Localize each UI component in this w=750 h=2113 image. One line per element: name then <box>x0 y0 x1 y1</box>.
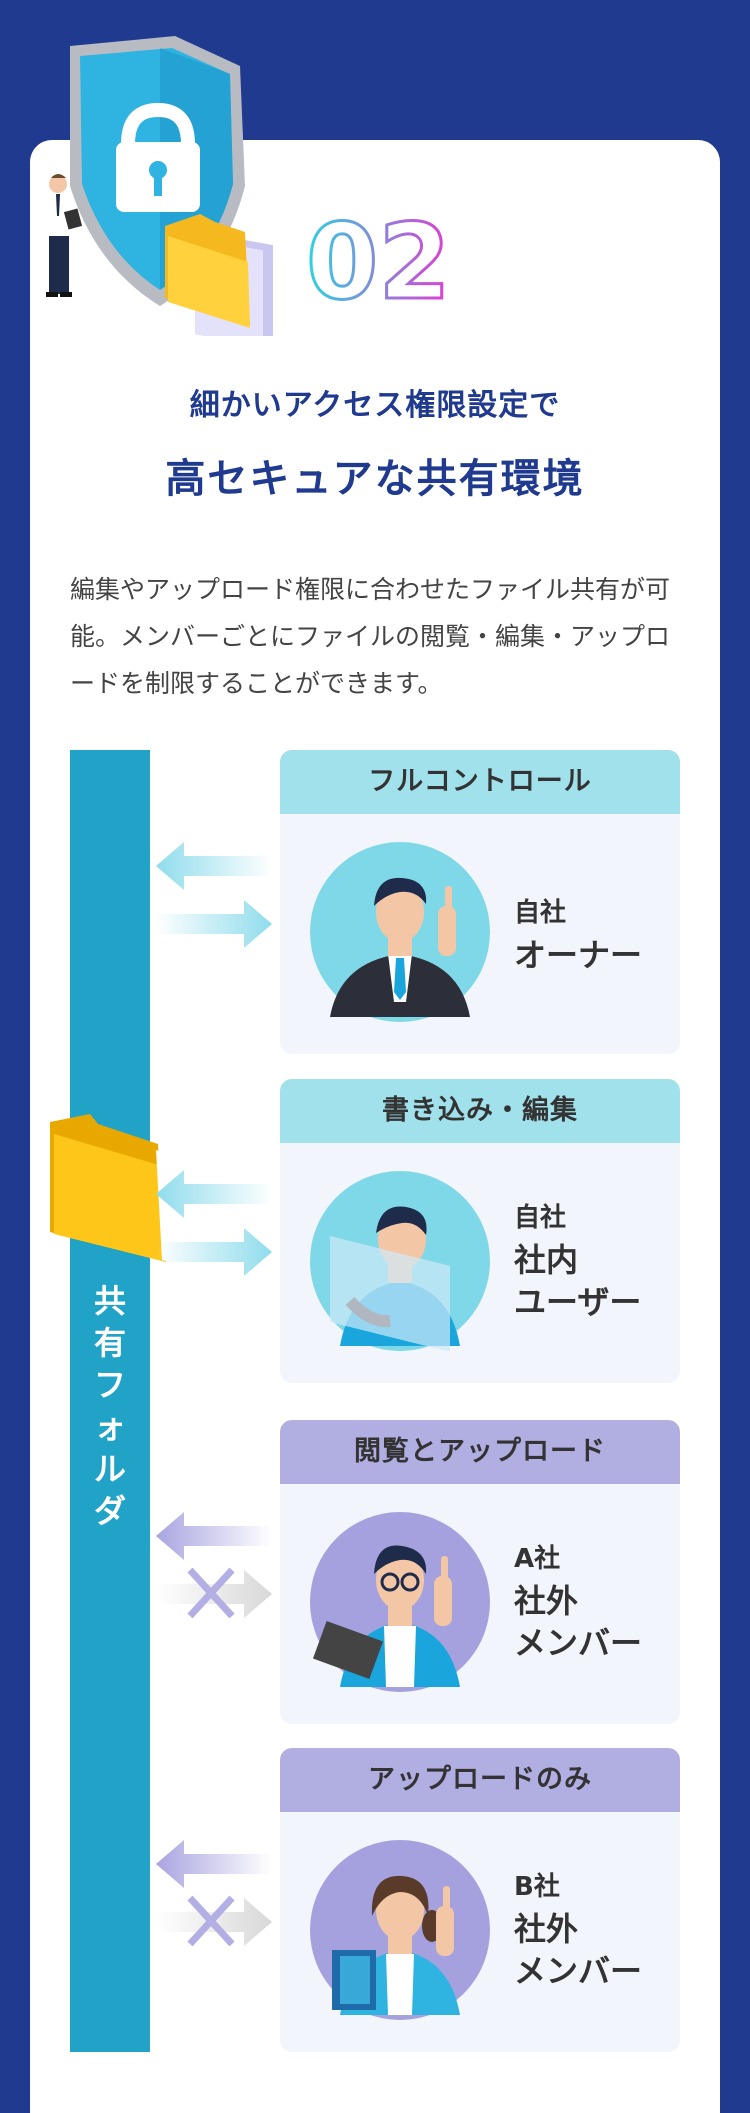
arrow-right-icon <box>156 1228 272 1276</box>
role-company: A社 <box>514 1544 561 1574</box>
role-card-external-a: 閲覧とアップロード A社 社外 メンバー <box>280 1420 680 1724</box>
role-company: 自社 <box>514 1203 567 1233</box>
role-name-line2: メンバー <box>514 1624 643 1662</box>
role-permission: 書き込み・編集 <box>280 1079 680 1143</box>
shared-folder-bar <box>70 750 150 2052</box>
role-card-internal-user: 書き込み・編集 自社 社内 ユーザー <box>280 1079 680 1383</box>
owner-avatar <box>310 842 490 1022</box>
arrow-left-icon <box>156 1840 272 1888</box>
arrows-external-a <box>156 1512 272 1618</box>
external-b-avatar <box>310 1840 490 2020</box>
role-permission: アップロードのみ <box>280 1748 680 1812</box>
external-a-avatar <box>310 1512 490 1692</box>
feature-description: 編集やアップロード権限に合わせたファイル共有が可能。メンバーごとにファイルの閲覧… <box>70 575 671 698</box>
role-card-external-b: アップロードのみ B社 社外 メンバー <box>280 1748 680 2052</box>
role-permission: フルコントロール <box>280 750 680 814</box>
svg-text:02: 02 <box>306 210 446 310</box>
shared-folder-label: 共有フォルダ <box>70 1280 150 1532</box>
arrow-right-icon <box>156 900 272 948</box>
feature-subtitle: 細かいアクセス権限設定で <box>189 388 561 423</box>
role-name-line1: 社外 <box>514 1582 579 1620</box>
arrows-external-b <box>156 1840 272 1946</box>
feature-number: 02 <box>306 210 446 310</box>
arrow-left-icon <box>156 842 272 890</box>
internal-user-avatar <box>310 1171 490 1351</box>
arrows-internal-user <box>156 1170 272 1276</box>
role-company: 自社 <box>514 898 567 928</box>
folder-icon <box>50 1114 170 1262</box>
role-card-owner: フルコントロール 自社 オーナー <box>280 750 680 1054</box>
arrows-owner <box>156 842 272 948</box>
cross-icon <box>187 1895 235 1946</box>
shared-folder-label-text: 共有フォルダ <box>93 1282 126 1530</box>
role-permission: 閲覧とアップロード <box>280 1420 680 1484</box>
role-name: オーナー <box>514 936 643 974</box>
role-name-line1: 社外 <box>514 1910 579 1948</box>
role-company: B社 <box>514 1872 560 1902</box>
cross-icon <box>187 1567 235 1618</box>
shield-lock-icon <box>46 36 273 336</box>
arrow-left-icon <box>156 1170 272 1218</box>
role-name-line2: ユーザー <box>514 1283 642 1321</box>
arrow-left-icon <box>156 1512 272 1560</box>
role-name-line2: メンバー <box>514 1952 643 1990</box>
feature-title: 高セキュアな共有環境 <box>165 456 585 502</box>
role-name-line1: 社内 <box>514 1241 579 1279</box>
